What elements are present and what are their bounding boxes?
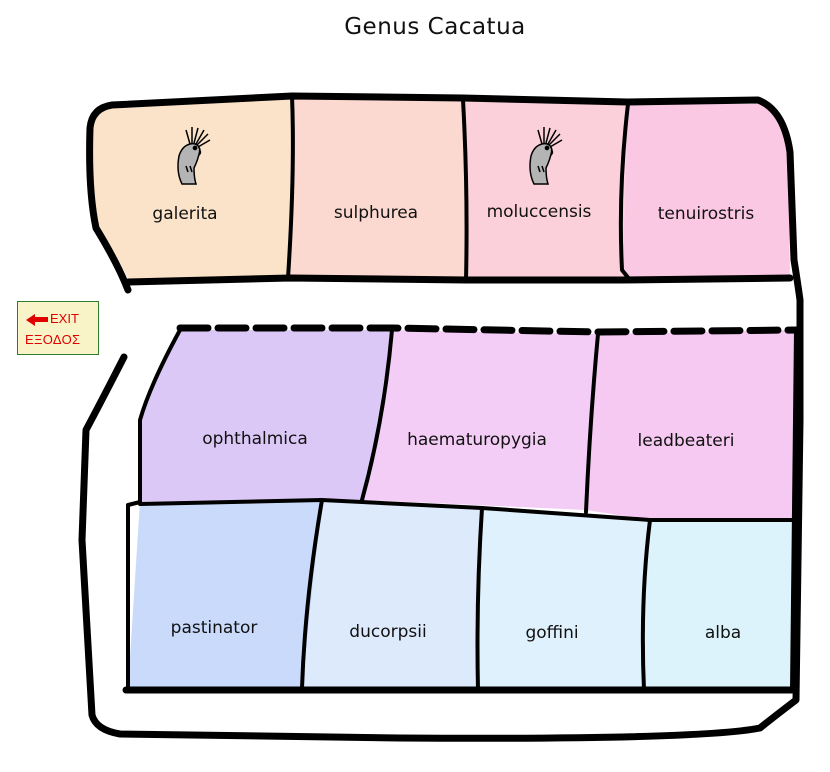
- wall-right: [790, 328, 798, 692]
- room-label-ducorpsii[interactable]: ducorpsii: [349, 622, 427, 642]
- room-galerita[interactable]: [92, 96, 292, 282]
- room-tenuirostris[interactable]: [622, 104, 790, 280]
- arrow-left-icon: [26, 312, 50, 326]
- wall-upper-corridor: [124, 274, 794, 286]
- exit-label: EXIT: [50, 311, 79, 326]
- room-goffini[interactable]: [478, 508, 650, 690]
- wall-divider: [640, 518, 652, 692]
- room-label-leadbeateri[interactable]: leadbeateri: [637, 431, 735, 451]
- room-leadbeateri[interactable]: [586, 330, 796, 520]
- wall-left-block: [126, 328, 182, 692]
- cockatoo-icon: [177, 127, 211, 185]
- page-title: Genus Cacatua: [344, 14, 526, 40]
- room-label-pastinator[interactable]: pastinator: [170, 618, 258, 638]
- room-haematuropygia[interactable]: [365, 330, 598, 510]
- wall-divider: [286, 94, 295, 280]
- wall-lower-corridor: [176, 324, 800, 336]
- room-label-tenuirostris[interactable]: tenuirostris: [657, 204, 755, 224]
- wall-divider: [461, 98, 469, 282]
- room-pastinator[interactable]: [128, 500, 322, 688]
- room-label-haematuropygia[interactable]: haematuropygia: [407, 430, 547, 450]
- exit-line1: EXIT: [26, 311, 79, 326]
- room-label-galerita[interactable]: galerita: [152, 204, 218, 224]
- room-alba[interactable]: [644, 520, 792, 690]
- room-label-ophthalmica[interactable]: ophthalmica: [202, 429, 308, 449]
- room-label-moluccensis[interactable]: moluccensis: [486, 202, 592, 222]
- wall-divider: [475, 506, 484, 692]
- wall-divider: [584, 332, 600, 514]
- exit-label-greek: ΕΞΟΔΟΣ: [25, 332, 81, 347]
- cockatoo-icon: [529, 127, 563, 185]
- exit-button[interactable]: EXIT ΕΞΟΔΟΣ: [17, 301, 99, 355]
- room-label-goffini[interactable]: goffini: [525, 623, 579, 643]
- room-sulphurea[interactable]: [288, 96, 466, 280]
- room-ophthalmica[interactable]: [140, 330, 392, 502]
- room-label-sulphurea[interactable]: sulphurea: [333, 203, 419, 223]
- room-moluccensis[interactable]: [463, 100, 628, 280]
- wall-divider: [618, 102, 632, 282]
- outer-wall: [78, 92, 804, 742]
- wall-divider: [360, 328, 394, 502]
- wall-divider: [300, 498, 324, 690]
- room-label-alba[interactable]: alba: [704, 623, 742, 643]
- room-ducorpsii[interactable]: [302, 500, 482, 690]
